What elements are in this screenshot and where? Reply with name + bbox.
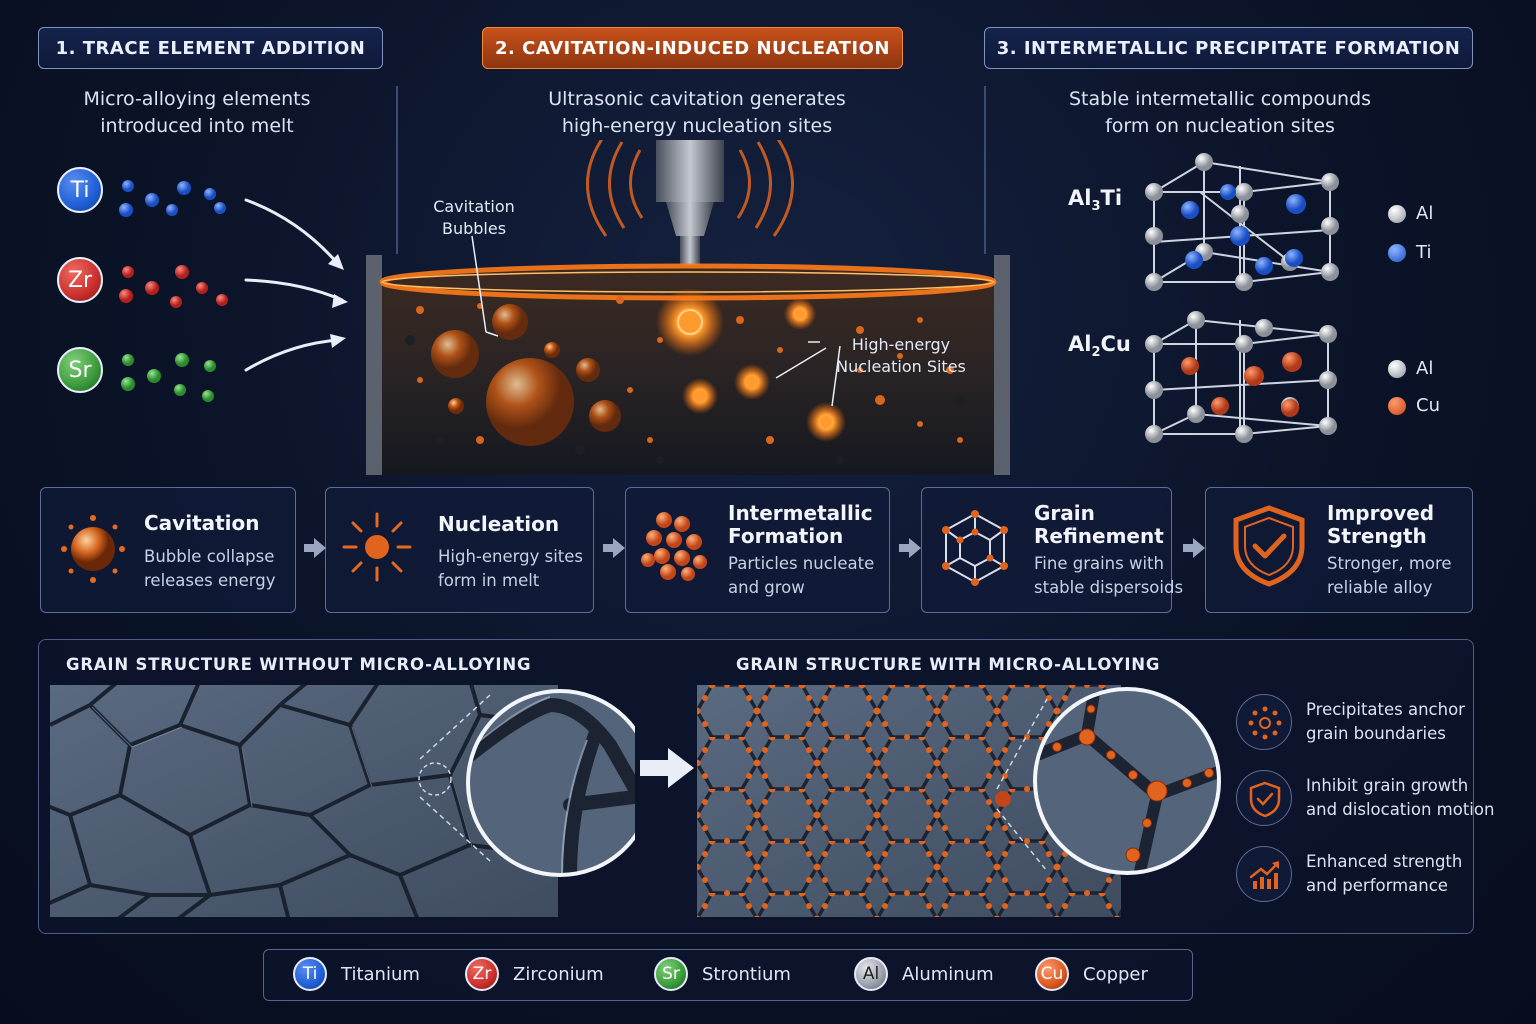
step-1-header: 1. TRACE ELEMENT ADDITION xyxy=(38,27,383,69)
cu-badge-icon: Cu xyxy=(1035,957,1069,991)
ti-dot-icon xyxy=(1388,243,1406,262)
ultrasonic-melt-illustration xyxy=(366,140,1010,475)
cu-dot-icon xyxy=(1388,396,1406,415)
formula-al2cu: Al2Cu xyxy=(1068,332,1131,361)
element-badge-ti: Ti xyxy=(57,167,103,213)
coarse-grain-micrograph xyxy=(50,685,635,917)
flow-arrow-3 xyxy=(899,538,921,558)
formula-al3ti: Al3Ti xyxy=(1068,186,1123,215)
al-badge-icon: Al xyxy=(854,957,888,991)
nucleation-burst-icon xyxy=(342,512,412,582)
shield-check-icon xyxy=(1233,505,1305,587)
al3ti-legend-ti: Ti xyxy=(1388,242,1431,263)
al-dot-icon xyxy=(1388,204,1406,223)
divider-1 xyxy=(396,86,398,254)
legend-item-strontium: Sr Strontium xyxy=(654,957,791,991)
process-step-intermetallic xyxy=(625,487,890,613)
element-badge-zr: Zr xyxy=(57,257,103,303)
particle-cluster-icon xyxy=(641,512,707,581)
al2cu-legend-cu: Cu xyxy=(1388,395,1440,416)
divider-2 xyxy=(984,86,986,254)
with-microalloying-title: GRAIN STRUCTURE WITH MICRO-ALLOYING xyxy=(736,655,1161,674)
element-badge-sr: Sr xyxy=(57,347,103,393)
legend-item-zirconium: Zr Zirconium xyxy=(465,957,604,991)
process-title-cavitation: Cavitation xyxy=(144,511,260,535)
process-step-improved-strength xyxy=(1205,487,1473,613)
legend-item-copper: Cu Copper xyxy=(1035,957,1148,991)
element-particles-illustration xyxy=(119,180,348,402)
sr-badge-icon: Sr xyxy=(654,957,688,991)
step-2-header: 2. CAVITATION-INDUCED NUCLEATION xyxy=(482,27,903,69)
cavitation-bubble-icon xyxy=(61,515,125,583)
process-step-cavitation xyxy=(40,487,296,613)
grain-network-icon xyxy=(942,510,1008,586)
process-step-grain-refinement xyxy=(921,487,1172,613)
al2cu-lattice-illustration xyxy=(1145,311,1337,443)
flow-arrow-4 xyxy=(1183,538,1205,558)
without-microalloying-title: GRAIN STRUCTURE WITHOUT MICRO-ALLOYING xyxy=(66,655,532,674)
legend-item-aluminum: Al Aluminum xyxy=(854,957,994,991)
refined-grain-micrograph xyxy=(697,685,1221,917)
step-3-header: 3. INTERMETALLIC PRECIPITATE FORMATION xyxy=(984,27,1473,69)
al3ti-lattice-illustration xyxy=(1145,153,1339,291)
ti-badge-icon: Ti xyxy=(293,957,327,991)
al2cu-legend-al: Al xyxy=(1388,358,1433,379)
trend-up-icon xyxy=(1236,846,1292,902)
precipitate-icon xyxy=(1236,694,1292,750)
zr-badge-icon: Zr xyxy=(465,957,499,991)
flow-arrow-1 xyxy=(304,538,326,558)
transition-arrow xyxy=(640,748,694,788)
al3ti-legend-al: Al xyxy=(1388,203,1433,224)
al-dot-icon xyxy=(1388,359,1406,378)
process-title-nucleation: Nucleation xyxy=(438,512,560,536)
shield-check-icon xyxy=(1236,770,1292,826)
flow-arrow-2 xyxy=(603,538,625,558)
legend-item-titanium: Ti Titanium xyxy=(293,957,420,991)
